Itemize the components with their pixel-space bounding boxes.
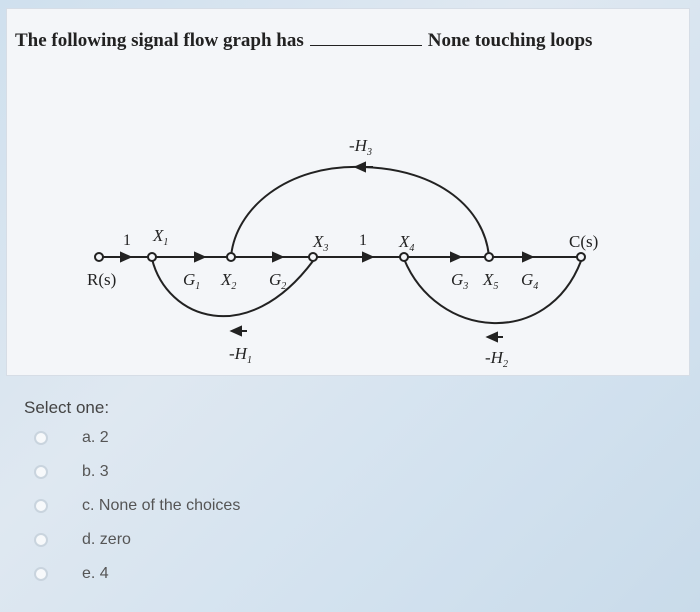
label-x2: X2 [220, 270, 236, 292]
label-output: C(s) [569, 232, 598, 251]
question-card: The following signal flow graph has None … [6, 8, 690, 376]
label-g1: G1 [183, 270, 200, 292]
loop-h1 [151, 258, 314, 318]
label-h1: -H1 [229, 344, 252, 366]
label-g4: G4 [521, 270, 538, 292]
radio-b[interactable] [34, 465, 48, 479]
label-g3: G3 [451, 270, 468, 292]
option-c-label: c. None of the choices [82, 497, 241, 514]
label-x4: X4 [398, 232, 414, 254]
radio-a[interactable] [34, 431, 48, 445]
option-b[interactable]: b. 3 [34, 460, 109, 484]
option-e[interactable]: e. 4 [34, 562, 109, 586]
label-one-a: 1 [123, 232, 131, 249]
answer-blank [309, 29, 422, 46]
label-h3: -H3 [349, 136, 372, 158]
question-text-after: None touching loops [427, 30, 593, 51]
node-x3 [308, 252, 318, 262]
option-d-label: d. zero [82, 531, 131, 548]
label-h2: -H2 [485, 348, 508, 370]
radio-c[interactable] [34, 499, 48, 513]
loop-h2 [403, 258, 582, 324]
node-x5 [484, 252, 494, 262]
option-d[interactable]: d. zero [34, 528, 131, 552]
label-input: R(s) [87, 270, 116, 289]
option-e-label: e. 4 [82, 565, 109, 582]
radio-d[interactable] [34, 533, 48, 547]
signal-flow-graph: R(s) C(s) 1 1 X1 X2 X3 X4 X5 G1 G2 G3 G4… [87, 136, 598, 370]
select-one-label: Select one: [24, 398, 110, 417]
question-text-before: The following signal flow graph has [15, 30, 304, 51]
option-a-label: a. 2 [82, 429, 109, 446]
option-a[interactable]: a. 2 [34, 426, 109, 450]
node-x2 [226, 252, 236, 262]
radio-e[interactable] [34, 567, 48, 581]
label-x3: X3 [312, 232, 328, 254]
label-x5: X5 [482, 270, 498, 292]
answer-area: Select one: a. 2 b. 3 c. None of the cho… [6, 380, 690, 606]
node-output [576, 252, 586, 262]
label-x1: X1 [152, 226, 168, 248]
label-one-b: 1 [359, 232, 367, 249]
option-c[interactable]: c. None of the choices [34, 494, 240, 518]
question-text: The following signal flow graph has None … [15, 29, 592, 52]
node-x4 [399, 252, 409, 262]
label-g2: G2 [269, 270, 286, 292]
node-x1 [147, 252, 157, 262]
option-b-label: b. 3 [82, 463, 109, 480]
node-input [94, 252, 104, 262]
